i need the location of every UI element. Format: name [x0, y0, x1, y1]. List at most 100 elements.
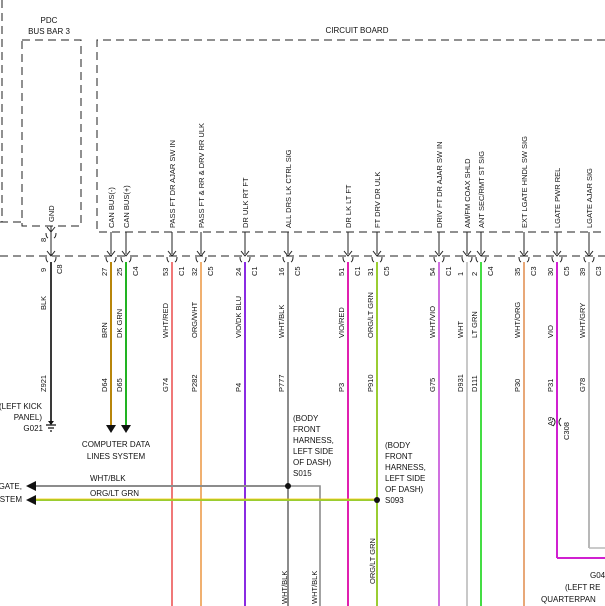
function-label: CAN BUS(-) — [107, 187, 116, 228]
connector-id: C1 — [353, 266, 362, 276]
gnd-pin-upper-arrow — [46, 226, 56, 233]
pin-1-arrow — [462, 250, 472, 257]
pin-number: 24 — [234, 268, 243, 276]
function-label: PASS FT & RR & DRV RR ULK — [197, 123, 206, 228]
wire-color-label: LT GRN — [470, 311, 479, 338]
pin-35-bracket — [518, 256, 530, 263]
circuit-id-label: P4 — [234, 383, 243, 392]
bus-bar-label: BUS BAR 3 — [28, 27, 70, 36]
circuit-2 — [475, 232, 487, 606]
function-label: DR LK LT FT — [344, 184, 353, 228]
ground-br-line-1: (LEFT RE — [565, 583, 600, 592]
function-label: ANT SEC/RMT ST SIG — [477, 151, 486, 228]
circuit-id-label: D64 — [100, 378, 109, 392]
gnd-circuit: GND 8 9 C8 BLK Z921 (LEFT KICK PANEL) G0… — [0, 205, 64, 433]
connector-id: C1 — [250, 266, 259, 276]
circuit-id-label: P3 — [337, 383, 346, 392]
pin-30-arrow — [552, 250, 562, 257]
pin-32-bracket — [195, 256, 207, 263]
s015-loc-1: (BODY — [293, 414, 319, 423]
circuit-id-label: D111 — [470, 375, 479, 392]
connector-id: C5 — [562, 266, 571, 276]
circuit-25 — [120, 232, 132, 428]
circuit-53 — [166, 232, 178, 606]
ground-location-line-2: PANEL) — [14, 413, 43, 422]
ground-symbol-icon — [46, 424, 56, 432]
circuit-16 — [282, 232, 294, 606]
pin-51-arrow — [343, 250, 353, 257]
gnd-circuit-id: Z921 — [39, 375, 48, 392]
function-label: LGATE AJAR SIG — [585, 168, 594, 228]
wire-color-label: ORG/WHT — [190, 301, 199, 338]
s015-id: S015 — [293, 469, 312, 478]
s015-loc-2: FRONT — [293, 425, 321, 434]
circuit-id-label: P910 — [366, 374, 375, 392]
circuit-31 — [371, 232, 383, 606]
wire-color-label: WHT/BLK — [277, 305, 286, 338]
pin-number: 51 — [337, 268, 346, 276]
pin-16-bracket — [282, 256, 294, 263]
pin-30-bracket — [551, 256, 563, 263]
computer-data-label-1: COMPUTER DATA — [82, 440, 151, 449]
ground-arrow-icon — [48, 421, 54, 425]
c308-bracket — [552, 417, 562, 427]
circuit-id-label: P31 — [546, 379, 555, 392]
connector-id: C3 — [529, 266, 538, 276]
left-output-2-wire-label: ORG/LT GRN — [90, 489, 139, 498]
gnd-function-label: GND — [47, 205, 56, 222]
pin-number: 53 — [161, 268, 170, 276]
inline-connector-id: C308 — [562, 422, 571, 440]
pin-2-arrow — [476, 250, 486, 257]
circuit-32 — [195, 232, 207, 606]
pin-24-arrow — [240, 250, 250, 257]
pin-31-bracket — [371, 256, 383, 263]
circuit-id-label: D65 — [115, 378, 124, 392]
ground-id: G021 — [23, 424, 43, 433]
gnd-lower-pin: 9 — [39, 268, 48, 272]
pin-27-bracket — [105, 256, 117, 263]
left-arrow-1-icon — [26, 481, 36, 491]
pin-35-arrow — [519, 250, 529, 257]
pin-39-bracket — [583, 256, 595, 263]
gnd-wire-color: BLK — [39, 296, 48, 310]
pin-27-arrow — [106, 250, 116, 257]
pin-31-arrow — [372, 250, 382, 257]
lower-wire-label-3: ORG/LT GRN — [368, 538, 377, 584]
circuit-id-label: G75 — [428, 378, 437, 392]
can-minus-arrow-icon — [106, 425, 116, 433]
inline-connector-pin: A9 — [546, 417, 555, 426]
pin-54-bracket — [433, 256, 445, 263]
pin-number: 31 — [366, 268, 375, 276]
function-label: ALL DRS LK CTRL SIG — [284, 149, 293, 228]
function-label: EXT LGATE HNDL SW SIG — [520, 136, 529, 228]
gnd-pin-upper-bracket — [45, 232, 57, 239]
circuit-id-label: P30 — [513, 379, 522, 392]
pin-number: 30 — [546, 268, 555, 276]
wire-color-label: ORG/LT GRN — [366, 292, 375, 338]
wire-color-label: VIO — [546, 325, 555, 338]
circuit-51 — [342, 232, 354, 606]
pdc-label: PDC — [41, 16, 58, 25]
splice-s015-label: (BODY FRONT HARNESS, LEFT SIDE OF DASH) … — [293, 414, 334, 478]
pin-number: 27 — [100, 268, 109, 276]
circuit-1 — [461, 232, 473, 606]
s015-loc-4: LEFT SIDE — [293, 447, 333, 456]
pin-39-arrow — [584, 250, 594, 257]
function-label: AM/FM COAX SHLD — [463, 158, 472, 228]
pin-number: 16 — [277, 268, 286, 276]
wire-color-label: DK GRN — [115, 309, 124, 338]
gnd-upper-pin: 8 — [39, 238, 48, 242]
gnd-pin-lower-arrow — [46, 250, 56, 257]
circuit-35 — [518, 232, 530, 606]
function-label: CAN BUS(+) — [122, 185, 131, 228]
s093-loc-5: OF DASH) — [385, 485, 424, 494]
s015-loc-5: OF DASH) — [293, 458, 332, 467]
connector-id: C3 — [594, 266, 603, 276]
function-label: DRIV FT DR AJAR SW IN — [435, 141, 444, 228]
left-output-1-wire-label: WHT/BLK — [90, 474, 126, 483]
connector-id: C4 — [131, 266, 140, 276]
circuit-board-box — [96, 39, 605, 233]
splice-s093-dot — [374, 497, 380, 503]
connector-id: C5 — [206, 266, 215, 276]
